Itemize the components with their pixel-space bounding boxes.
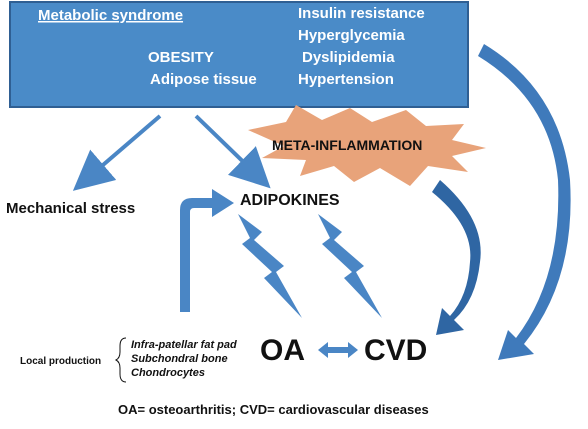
arrow-to-adipokines (194, 114, 271, 189)
box-left-line-1: OBESITY (148, 49, 214, 66)
footnote: OA= osteoarthritis; CVD= cardiovascular … (118, 402, 429, 417)
box-title: Metabolic syndrome (38, 7, 183, 24)
local-production-label: Local production (20, 356, 101, 367)
box-left-line-2: Adipose tissue (150, 71, 257, 88)
outer-curved-arrow-to-cvd (478, 44, 571, 360)
local-production-item-1: Infra-patellar fat pad (131, 339, 237, 351)
local-production-brace (114, 337, 127, 383)
box-right-line-4: Hypertension (298, 71, 394, 88)
meta-inflammation-burst (248, 105, 486, 186)
metabolic-syndrome-box (9, 1, 469, 108)
local-production-item-2: Subchondral bone (131, 353, 228, 365)
lightning-bolt-icon (238, 214, 302, 318)
box-right-line-2: Hyperglycemia (298, 27, 405, 44)
oa-label: OA (260, 334, 305, 367)
cvd-label: CVD (364, 334, 427, 367)
feedback-arrow-to-adipokines (180, 189, 234, 312)
box-right-line-3: Dyslipidemia (302, 49, 395, 66)
local-production-item-3: Chondrocytes (131, 367, 205, 379)
mechanical-stress-label: Mechanical stress (6, 200, 135, 217)
double-arrow-icon (318, 342, 358, 358)
lightning-bolt-icon (318, 214, 382, 318)
meta-inflammation-label: META-INFLAMMATION (272, 137, 422, 153)
box-right-line-1: Insulin resistance (298, 5, 425, 22)
adipokines-label: ADIPOKINES (240, 192, 340, 209)
curved-arrow-to-cvd (432, 180, 481, 335)
arrow-to-mechanical-stress (72, 114, 162, 191)
